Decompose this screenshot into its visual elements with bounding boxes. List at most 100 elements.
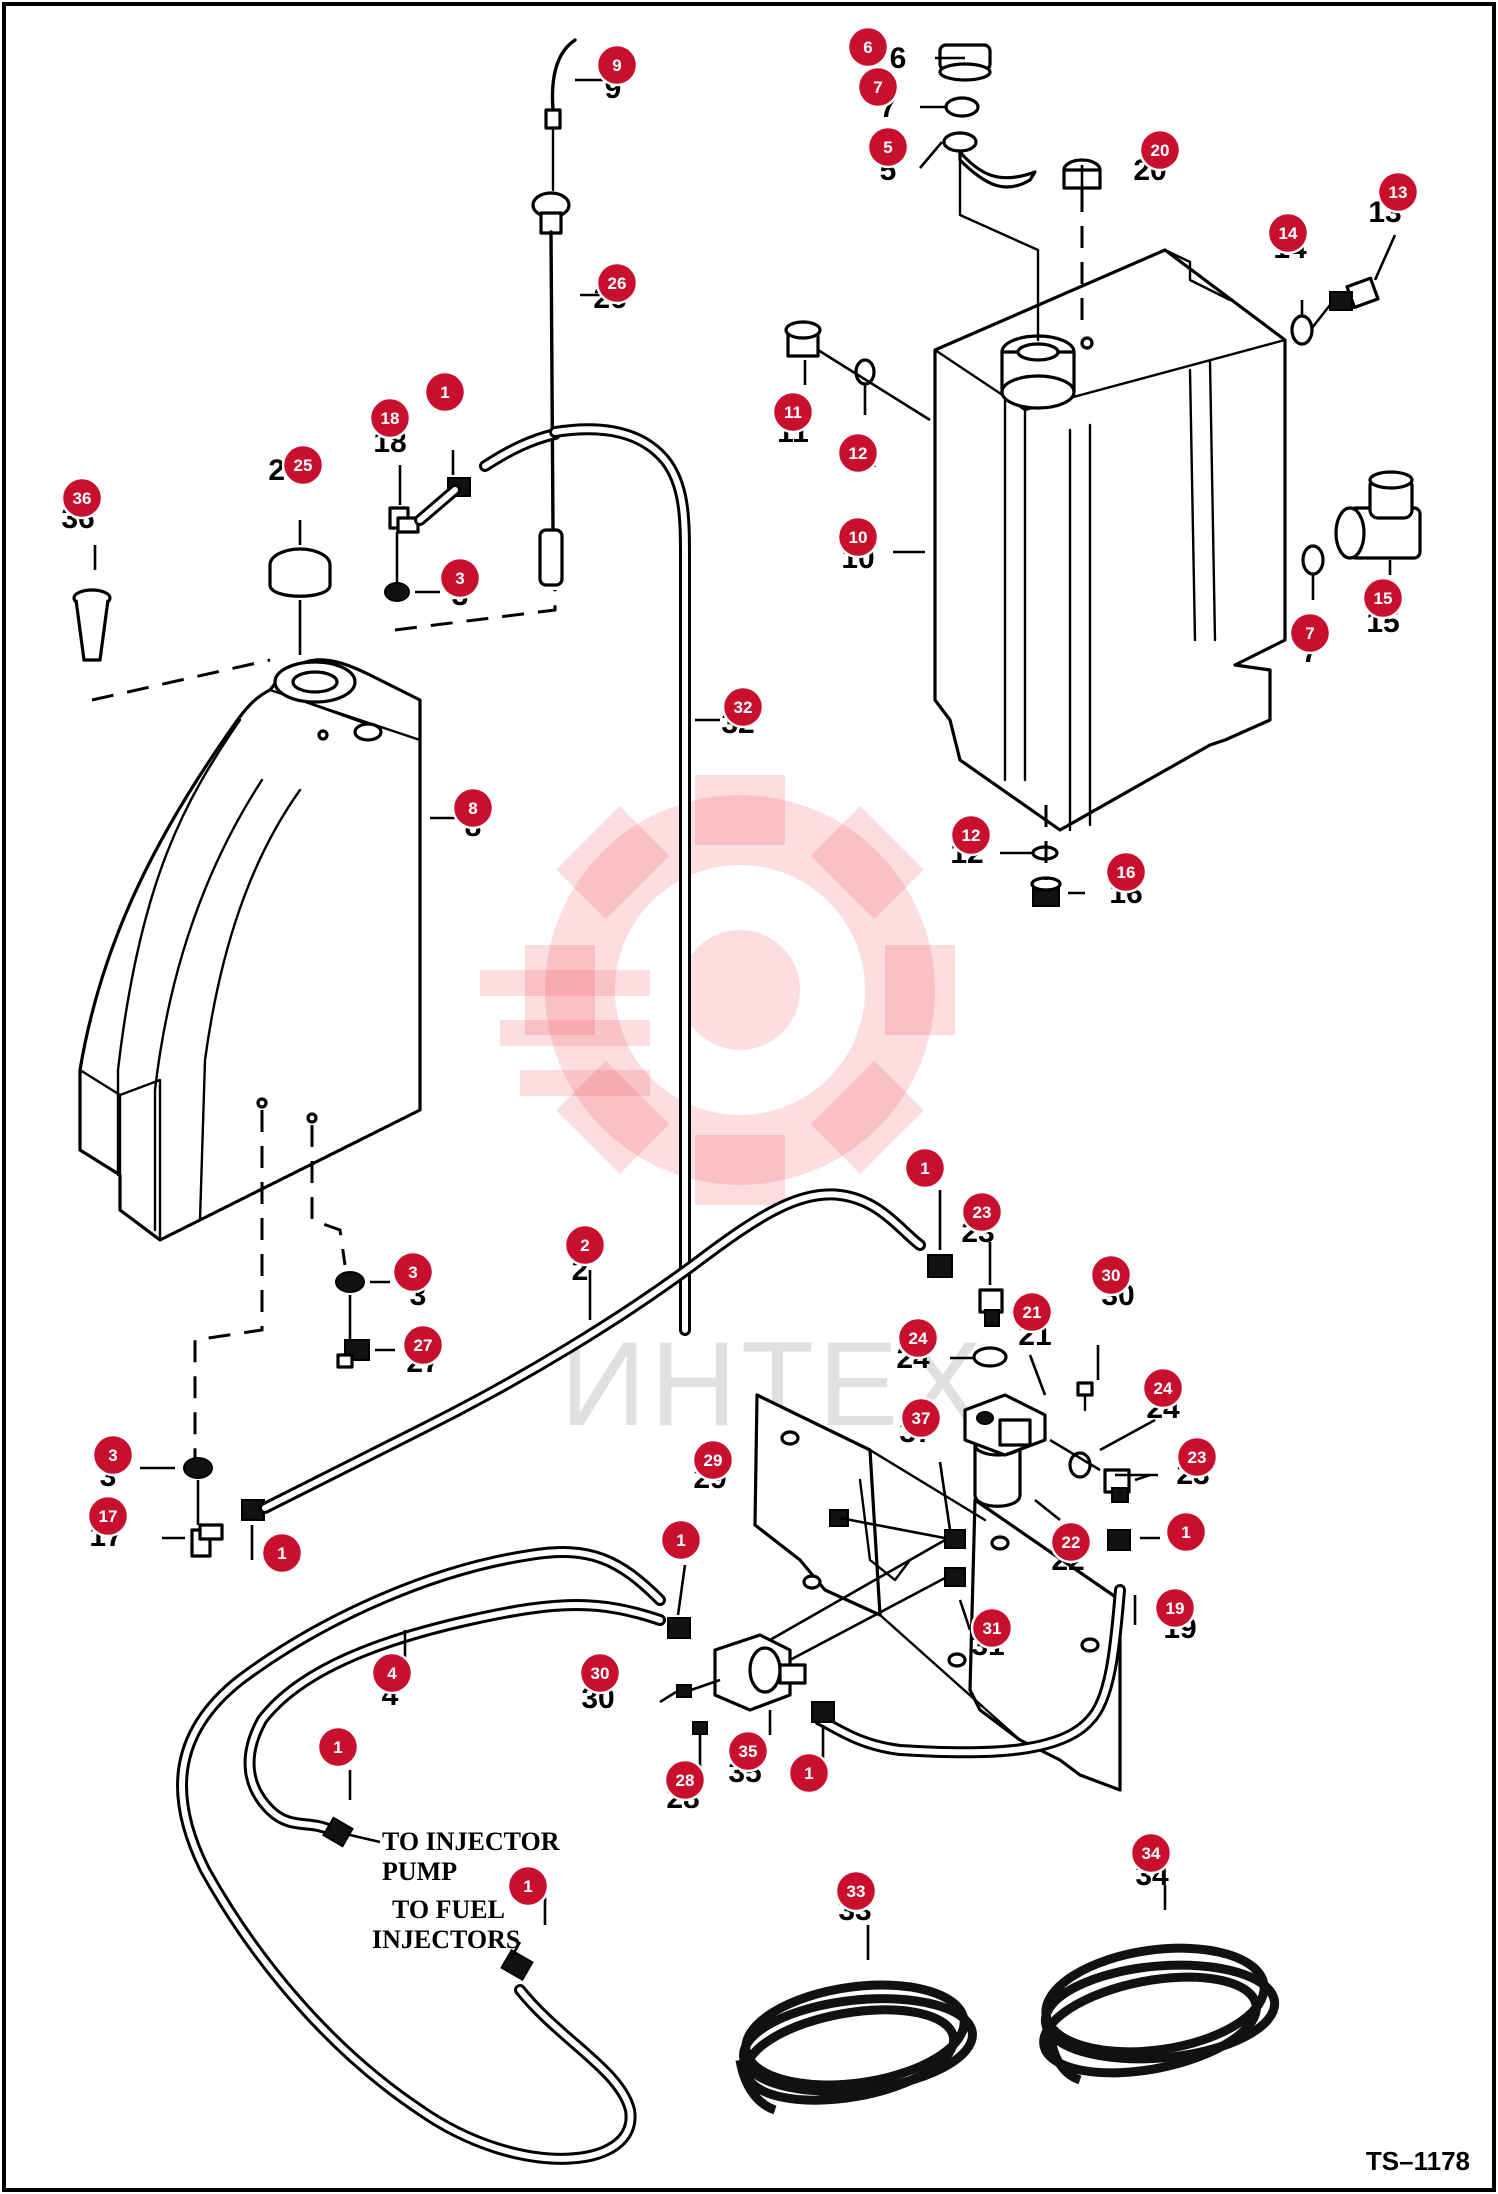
- callout-number: 28: [676, 1771, 695, 1790]
- callout-bubble: [506, 1864, 550, 1908]
- grommet-3-low: [183, 1457, 213, 1479]
- callout-number: 13: [1389, 183, 1408, 202]
- elbow-17: [190, 1523, 224, 1558]
- callout-bubble: [401, 1323, 445, 1367]
- callout-bubble: [1141, 1366, 1185, 1410]
- o-ring-7-right: [1301, 544, 1325, 576]
- callout-bubble: [368, 396, 412, 440]
- callout-35: 35: [726, 1729, 770, 1773]
- callout-31: 31: [970, 1606, 1014, 1650]
- callout-bubble: [726, 1729, 770, 1773]
- o-ring-14: [1290, 314, 1314, 346]
- callout-bubble: [1288, 611, 1332, 655]
- callout-number: 12: [962, 826, 981, 845]
- clamp-1-pump-in: [667, 1617, 691, 1639]
- callout-12: 12: [949, 813, 993, 857]
- callout-17: 17: [86, 1494, 130, 1538]
- grommet-3-top: [384, 582, 410, 602]
- strainer-screen: [958, 150, 1037, 189]
- callout-number: 37: [912, 1409, 931, 1428]
- hose-coil-34: [1039, 1943, 1280, 2085]
- callout-bubble: [663, 1758, 707, 1802]
- callout-number: 8: [468, 799, 477, 818]
- callout-number: 25: [294, 456, 313, 475]
- callout-1: 1: [903, 1146, 947, 1190]
- callout-bubble: [691, 1438, 735, 1482]
- callout-number: 4: [387, 1664, 397, 1683]
- callout-bubble: [721, 685, 765, 729]
- drawing-number: TS–1178: [1366, 2146, 1470, 2176]
- filter-mount-bracket: [753, 1393, 1122, 1792]
- callout-22: 22: [1049, 1520, 1093, 1564]
- callout-number: 1: [676, 1531, 685, 1550]
- o-ring-7-top: [944, 96, 980, 118]
- callout-34: 34: [1129, 1831, 1173, 1875]
- callout-bubble: [86, 1494, 130, 1538]
- callout-bubble: [949, 813, 993, 857]
- fuel-tank-8: [78, 658, 422, 1242]
- callout-7: 7: [1288, 611, 1332, 655]
- callout-bubble: [1175, 1435, 1219, 1479]
- elbow-fitting-18: [388, 506, 420, 534]
- callout-6: 6: [846, 25, 890, 69]
- callout-bubble: [1089, 1253, 1133, 1297]
- callout-1: 1: [316, 1725, 360, 1769]
- fuel-sender-36: [72, 588, 112, 662]
- callout-bubble: [451, 786, 495, 830]
- bolt-28: [692, 1721, 708, 1735]
- o-ring-24-left: [972, 1346, 1008, 1368]
- elbow-23-left: [978, 1288, 1004, 1327]
- callout-25: 25: [281, 443, 325, 487]
- callout-2: 2: [563, 1223, 607, 1267]
- callout-19: 19: [1153, 1586, 1197, 1630]
- callout-30: 30: [1089, 1253, 1133, 1297]
- callout-7: 7: [856, 65, 900, 109]
- clamp-1-injectors: [500, 1948, 534, 1982]
- callout-12: 12: [836, 431, 880, 475]
- callout-number: 21: [1023, 1303, 1042, 1322]
- callout-36: 36: [60, 476, 104, 520]
- callout-bubble: [1153, 1586, 1197, 1630]
- callout-bubble: [438, 556, 482, 600]
- callout-9: 9: [595, 43, 639, 87]
- clamp-1-injector-pump: [322, 1816, 354, 1848]
- callout-number: 32: [734, 698, 753, 717]
- callout-29: 29: [691, 1438, 735, 1482]
- callout-number: 19: [1166, 1599, 1185, 1618]
- callout-number: 3: [408, 1263, 417, 1282]
- watermark-gear-logo: [480, 775, 955, 1205]
- callout-number: 3: [455, 569, 464, 588]
- callout-number: 18: [381, 409, 400, 428]
- callout-20: 20: [1138, 128, 1182, 172]
- callout-bubble: [1164, 1510, 1208, 1554]
- note-injector-pump-line2: PUMP: [382, 1857, 457, 1886]
- note-fuel-injectors-line1: TO FUEL: [392, 1895, 505, 1924]
- fitting-13: [1329, 276, 1380, 311]
- part-number-labels: 9675202613141112182536310157328121623233…: [61, 42, 1401, 1927]
- callout-number: 24: [909, 1329, 928, 1348]
- callout-bubble: [771, 390, 815, 434]
- callout-bubble: [1129, 1831, 1173, 1875]
- callout-number: 31: [983, 1619, 1002, 1638]
- nut-31-a: [944, 1529, 966, 1549]
- callout-14: 14: [1266, 211, 1310, 255]
- callout-1: 1: [506, 1864, 550, 1908]
- callout-5: 5: [866, 125, 910, 169]
- callout-18: 18: [368, 396, 412, 440]
- callout-number: 22: [1062, 1533, 1081, 1552]
- callout-bubble: [1361, 576, 1405, 620]
- callout-33: 33: [834, 1869, 878, 1913]
- callout-bubble: [787, 1751, 831, 1795]
- callout-bubble: [970, 1606, 1014, 1650]
- bolt-30-pump: [676, 1684, 692, 1698]
- callout-11: 11: [771, 390, 815, 434]
- callout-bubble: [578, 1651, 622, 1695]
- callout-3: 3: [438, 556, 482, 600]
- callout-1: 1: [423, 370, 467, 414]
- clamp-1-filter-in: [927, 1254, 953, 1278]
- wire-end-9: [544, 108, 562, 130]
- callout-number: 1: [920, 1159, 929, 1178]
- drain-plug-16: [1030, 876, 1062, 907]
- callout-24: 24: [896, 1316, 940, 1360]
- callout-24: 24: [1141, 1366, 1185, 1410]
